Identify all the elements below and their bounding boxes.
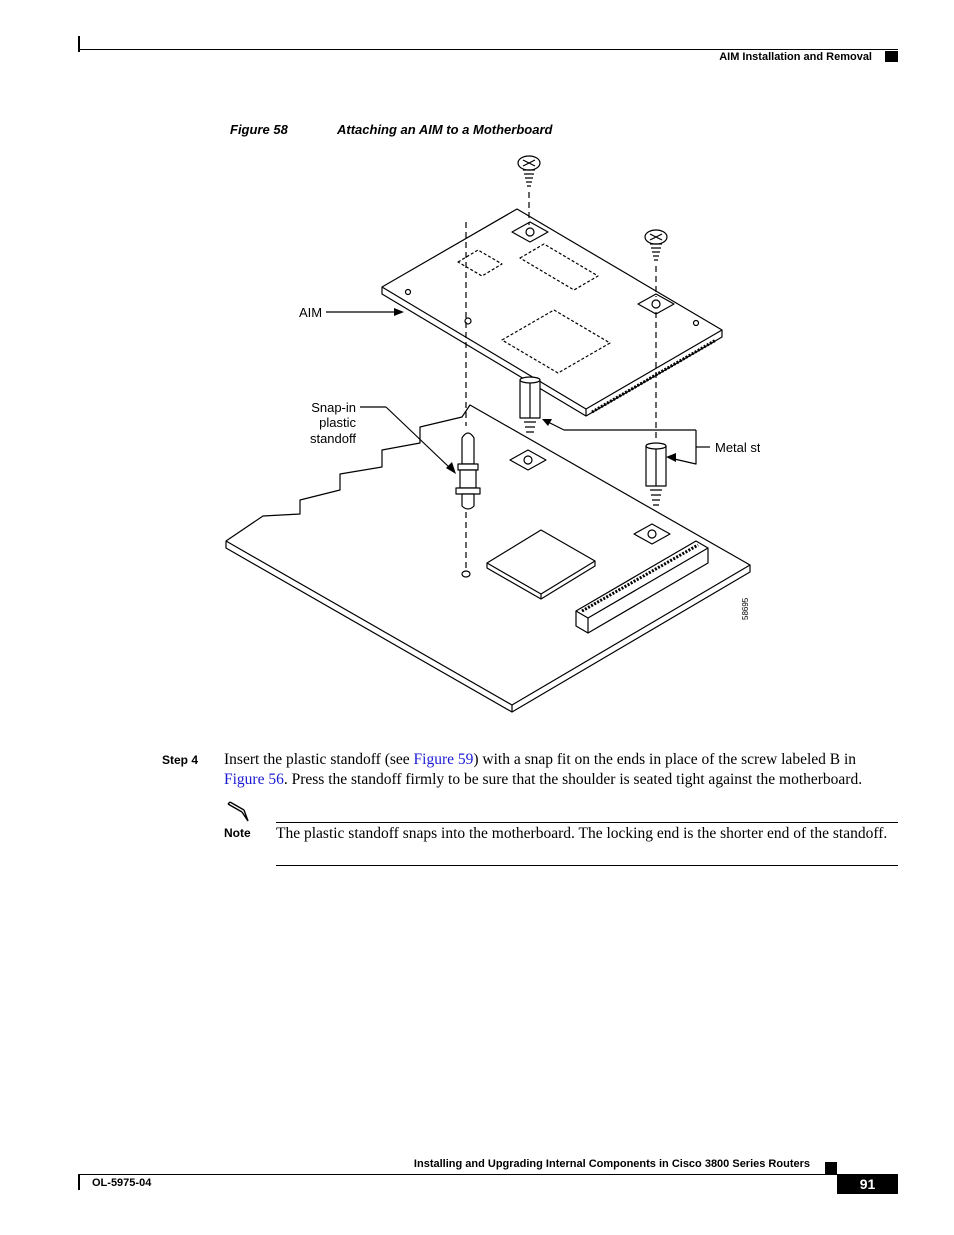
- plastic-snap-in-standoff: [455, 432, 481, 510]
- header-rule: [78, 49, 898, 50]
- label-standoff: standoff: [310, 431, 356, 446]
- motherboard-chip: [486, 529, 596, 600]
- step-text: Insert the plastic standoff (see Figure …: [224, 750, 900, 789]
- header-vertical-bar: [78, 36, 80, 52]
- header-section-title: AIM Installation and Removal: [719, 51, 872, 63]
- metal-standoff-right: [645, 442, 667, 506]
- figure-id-number: 58695: [741, 597, 750, 620]
- footer-doc-number: OL-5975-04: [92, 1177, 152, 1189]
- pencil-note-icon: [227, 801, 249, 822]
- figure-56-link[interactable]: Figure 56: [224, 770, 284, 788]
- note-rule-top: [276, 822, 898, 823]
- note-text: The plastic standoff snaps into the moth…: [276, 825, 888, 842]
- note-rule-bottom: [276, 865, 898, 866]
- mounting-pad-right: [633, 523, 671, 545]
- step-text-part-1: Insert the plastic standoff (see: [224, 751, 414, 768]
- footer-block-marker: [825, 1162, 837, 1174]
- motherboard-connector: [575, 540, 709, 634]
- figure-title: Attaching an AIM to a Motherboard: [337, 122, 553, 137]
- metal-standoff-left: [519, 376, 541, 433]
- note-label: Note: [224, 826, 251, 840]
- mounting-pad-left: [509, 449, 547, 471]
- leader-lines: [326, 311, 710, 469]
- footer-rule: [78, 1174, 898, 1175]
- page-number: 91: [837, 1175, 898, 1194]
- motherboard: [225, 404, 751, 713]
- figure-59-link[interactable]: Figure 59: [413, 751, 474, 768]
- label-aim: AIM: [299, 305, 322, 320]
- screw-left: [517, 155, 541, 187]
- label-plastic: plastic: [319, 415, 356, 430]
- aim-motherboard-diagram: AIM Snap-in plastic standoff Metal stand…: [225, 155, 760, 713]
- aim-board: [381, 208, 723, 417]
- step-text-part-3: . Press the standoff firmly to be sure t…: [283, 770, 863, 788]
- plastic-standoff-hole: [461, 570, 471, 578]
- figure-number: Figure 58: [230, 122, 288, 137]
- footer-vertical-bar: [78, 1174, 80, 1190]
- alignment-lines: [465, 192, 657, 568]
- label-snap-in: Snap-in: [311, 400, 356, 415]
- footer-book-title: Installing and Upgrading Internal Compon…: [413, 1158, 810, 1170]
- screw-right: [644, 229, 668, 261]
- step-label: Step 4: [162, 753, 199, 767]
- header-block-marker: [885, 51, 898, 62]
- step-text-part-2: ) with a snap fit on the ends in place o…: [473, 751, 857, 768]
- leader-arrowheads: [394, 308, 676, 474]
